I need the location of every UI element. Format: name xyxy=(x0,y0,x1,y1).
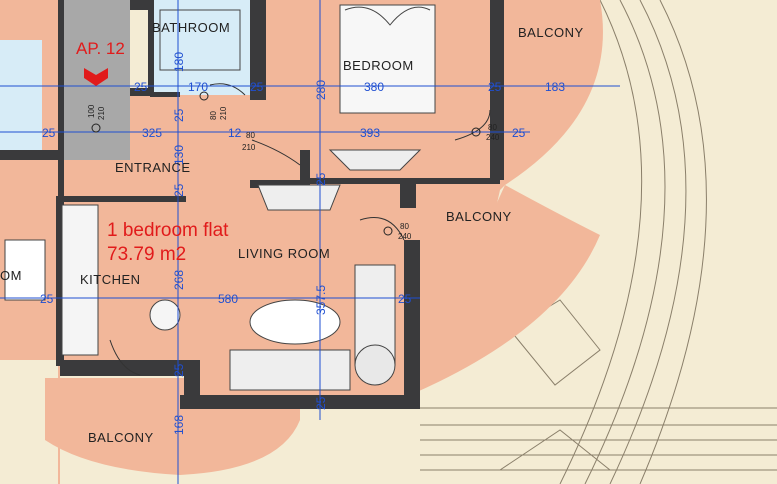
dim-v1-5: 25 xyxy=(172,363,186,377)
dining-table-icon xyxy=(149,299,181,331)
dimension-texts: 25 170 25 380 25 183 25 325 12 393 25 25… xyxy=(40,52,565,435)
coffee-table-icon xyxy=(249,299,341,345)
chevron-down-icon xyxy=(84,68,108,86)
dim-h2-1: 325 xyxy=(142,126,162,140)
apartment-area: 73.79 m2 xyxy=(107,244,186,265)
dimension-lines xyxy=(0,0,620,484)
dim-h3-0: 25 xyxy=(40,292,54,306)
door-living-balcony-width: 80 xyxy=(400,222,409,231)
furniture xyxy=(4,4,436,391)
dim-v2-0: 280 xyxy=(314,80,328,100)
kitchen-counter-icon xyxy=(61,204,99,356)
room-label-living-room: LIVING ROOM xyxy=(238,246,330,261)
dim-h3-2: 25 xyxy=(398,292,412,306)
neighbour-wall xyxy=(0,150,58,160)
door-bedroom-balcony-width: 80 xyxy=(488,123,497,132)
room-label-kitchen: KITCHEN xyxy=(80,272,141,287)
bedroom-door-swing xyxy=(251,139,301,166)
dim-h1-4: 25 xyxy=(488,80,502,94)
dim-v2-1: 25 xyxy=(314,172,328,186)
walls xyxy=(56,0,504,409)
room-label-balcony-living: BALCONY xyxy=(446,209,512,224)
dim-h1-3: 380 xyxy=(364,80,384,94)
door-bedroom-height: 210 xyxy=(242,143,256,152)
dim-h2-0: 25 xyxy=(42,126,56,140)
dim-v1-6: 168 xyxy=(172,415,186,435)
door-dimensions: 100 210 80 210 80 210 80 240 80 240 xyxy=(87,91,500,241)
room-label-bathroom: BATHROOM xyxy=(152,20,230,35)
door-bathroom-height: 210 xyxy=(219,106,228,120)
bathroom-door-swing xyxy=(209,83,246,96)
dim-h2-2: 12 xyxy=(228,126,242,140)
room-label-bedroom: BEDROOM xyxy=(343,58,414,73)
room-label-neighbour: OM xyxy=(0,268,22,283)
bedroom-balcony-door-swing xyxy=(454,109,491,141)
dim-h1-2: 25 xyxy=(250,80,264,94)
dim-v2-2: 357.5 xyxy=(314,285,328,315)
neighbour-table-icon xyxy=(4,239,46,301)
apartment-type: 1 bedroom flat xyxy=(107,220,229,241)
site-context xyxy=(420,0,777,484)
doors xyxy=(109,83,491,376)
room-label-balcony-bedroom: BALCONY xyxy=(518,25,584,40)
room-label-entrance: ENTRANCE xyxy=(115,160,191,175)
dim-v1-2: 130 xyxy=(172,145,186,165)
living-balcony-door-swing xyxy=(359,217,405,241)
door-entrance-height: 210 xyxy=(97,106,106,120)
sofa-icon xyxy=(229,349,351,391)
room-label-balcony-kitchen: BALCONY xyxy=(88,430,154,445)
dim-v1-3: 25 xyxy=(172,183,186,197)
tv-icon xyxy=(328,149,422,171)
dim-h3-1: 580 xyxy=(218,292,238,306)
door-bedroom-balcony-height: 240 xyxy=(486,133,500,142)
door-living-balcony-height: 240 xyxy=(398,232,412,241)
door-entrance-width: 100 xyxy=(87,104,96,118)
dim-v2-3: 25 xyxy=(314,396,328,410)
dim-h1-5: 183 xyxy=(545,80,565,94)
dim-h1-1: 170 xyxy=(188,80,208,94)
dim-h2-3: 393 xyxy=(360,126,380,140)
bath-fixtures-icon xyxy=(159,9,241,71)
tv-unit-icon xyxy=(257,184,341,211)
bed-icon xyxy=(339,4,436,114)
neighbour-bathroom xyxy=(0,40,42,150)
dim-v1-0: 180 xyxy=(172,52,186,72)
door-bathroom-width: 80 xyxy=(209,111,218,120)
plant-icon xyxy=(354,344,396,386)
dim-h2-4: 25 xyxy=(512,126,526,140)
door-bedroom-width: 80 xyxy=(246,131,255,140)
dim-v1-4: 268 xyxy=(172,270,186,290)
dim-v1-1: 25 xyxy=(172,108,186,122)
kitchen-door-swing xyxy=(109,339,141,376)
apartment-number: AP. 12 xyxy=(76,39,125,58)
dim-h1-0: 25 xyxy=(134,80,148,94)
